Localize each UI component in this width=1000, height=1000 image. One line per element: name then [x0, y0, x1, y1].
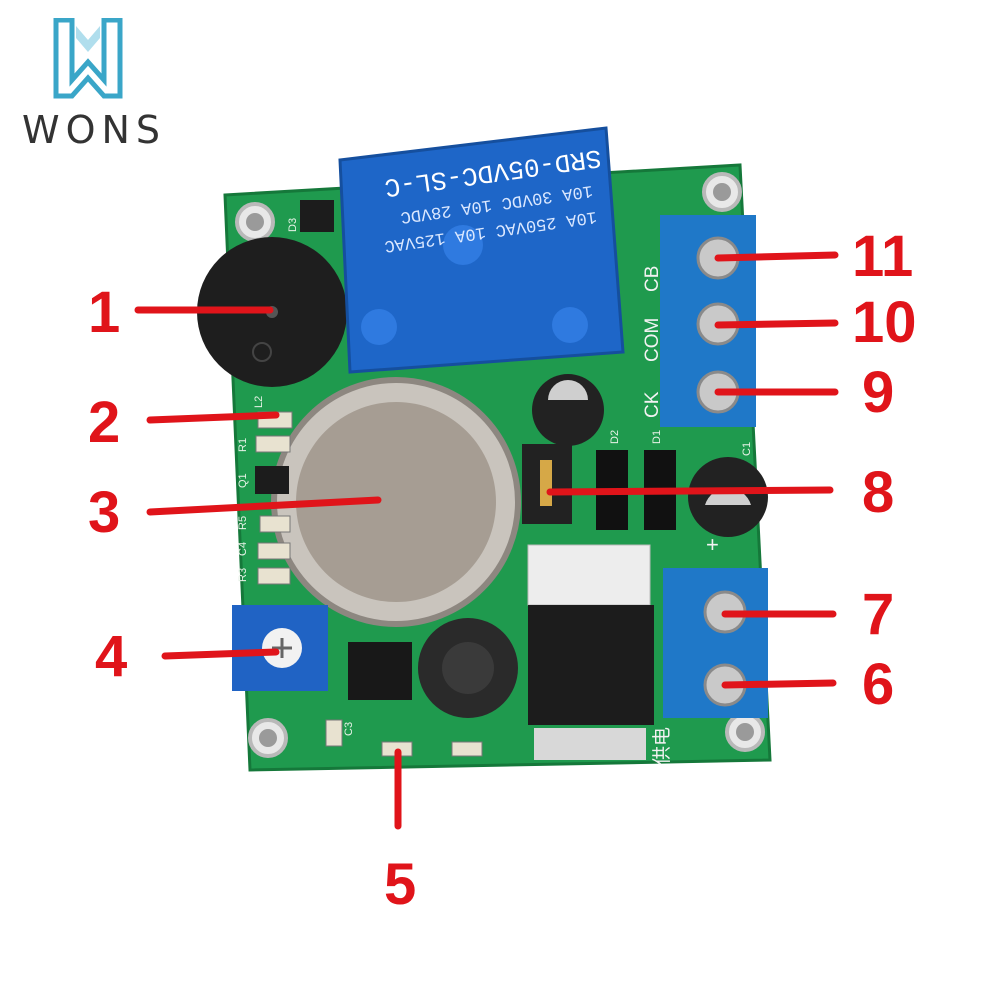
callout-4: 4 [95, 624, 128, 689]
callout-3: 3 [88, 480, 121, 545]
silk-d2: D2 [609, 430, 621, 444]
callout-6: 6 [862, 652, 895, 717]
smd-components [255, 411, 483, 757]
silk-plus: + [706, 532, 719, 557]
callout-11: 11 [852, 224, 914, 289]
callout-10: 10 [852, 290, 917, 355]
silk-l2: L2 [253, 396, 265, 408]
silk-d1: D1 [651, 430, 663, 444]
callout-7: 7 [862, 582, 895, 647]
silk-r5: R5 [237, 516, 249, 530]
silk-power: 供电 [651, 727, 673, 765]
callout-8: 8 [862, 460, 895, 525]
silk-c1: C1 [741, 442, 753, 456]
wons-logo [53, 18, 123, 99]
silk-c3: C3 [343, 722, 355, 736]
silk-ck: CK [642, 391, 663, 418]
transistor-q1 [255, 466, 289, 494]
silk-d3: D3 [287, 218, 299, 232]
logo-brand-text: WONS [22, 108, 167, 152]
silk-q1: Q1 [237, 473, 249, 488]
ic-chip [348, 642, 412, 700]
silk-cb: CB [642, 266, 663, 292]
callout-9: 9 [862, 360, 895, 425]
silk-r1: R1 [237, 438, 249, 452]
voltage-regulator [528, 605, 654, 725]
callout-1: 1 [88, 280, 121, 345]
silk-com: COM [642, 318, 663, 362]
callout-2: 2 [88, 390, 121, 455]
silk-c4: C4 [237, 542, 249, 556]
callout-lines [134, 251, 839, 830]
callout-5: 5 [384, 852, 417, 917]
silk-r3: R3 [237, 568, 249, 582]
diode-d3 [300, 200, 334, 232]
